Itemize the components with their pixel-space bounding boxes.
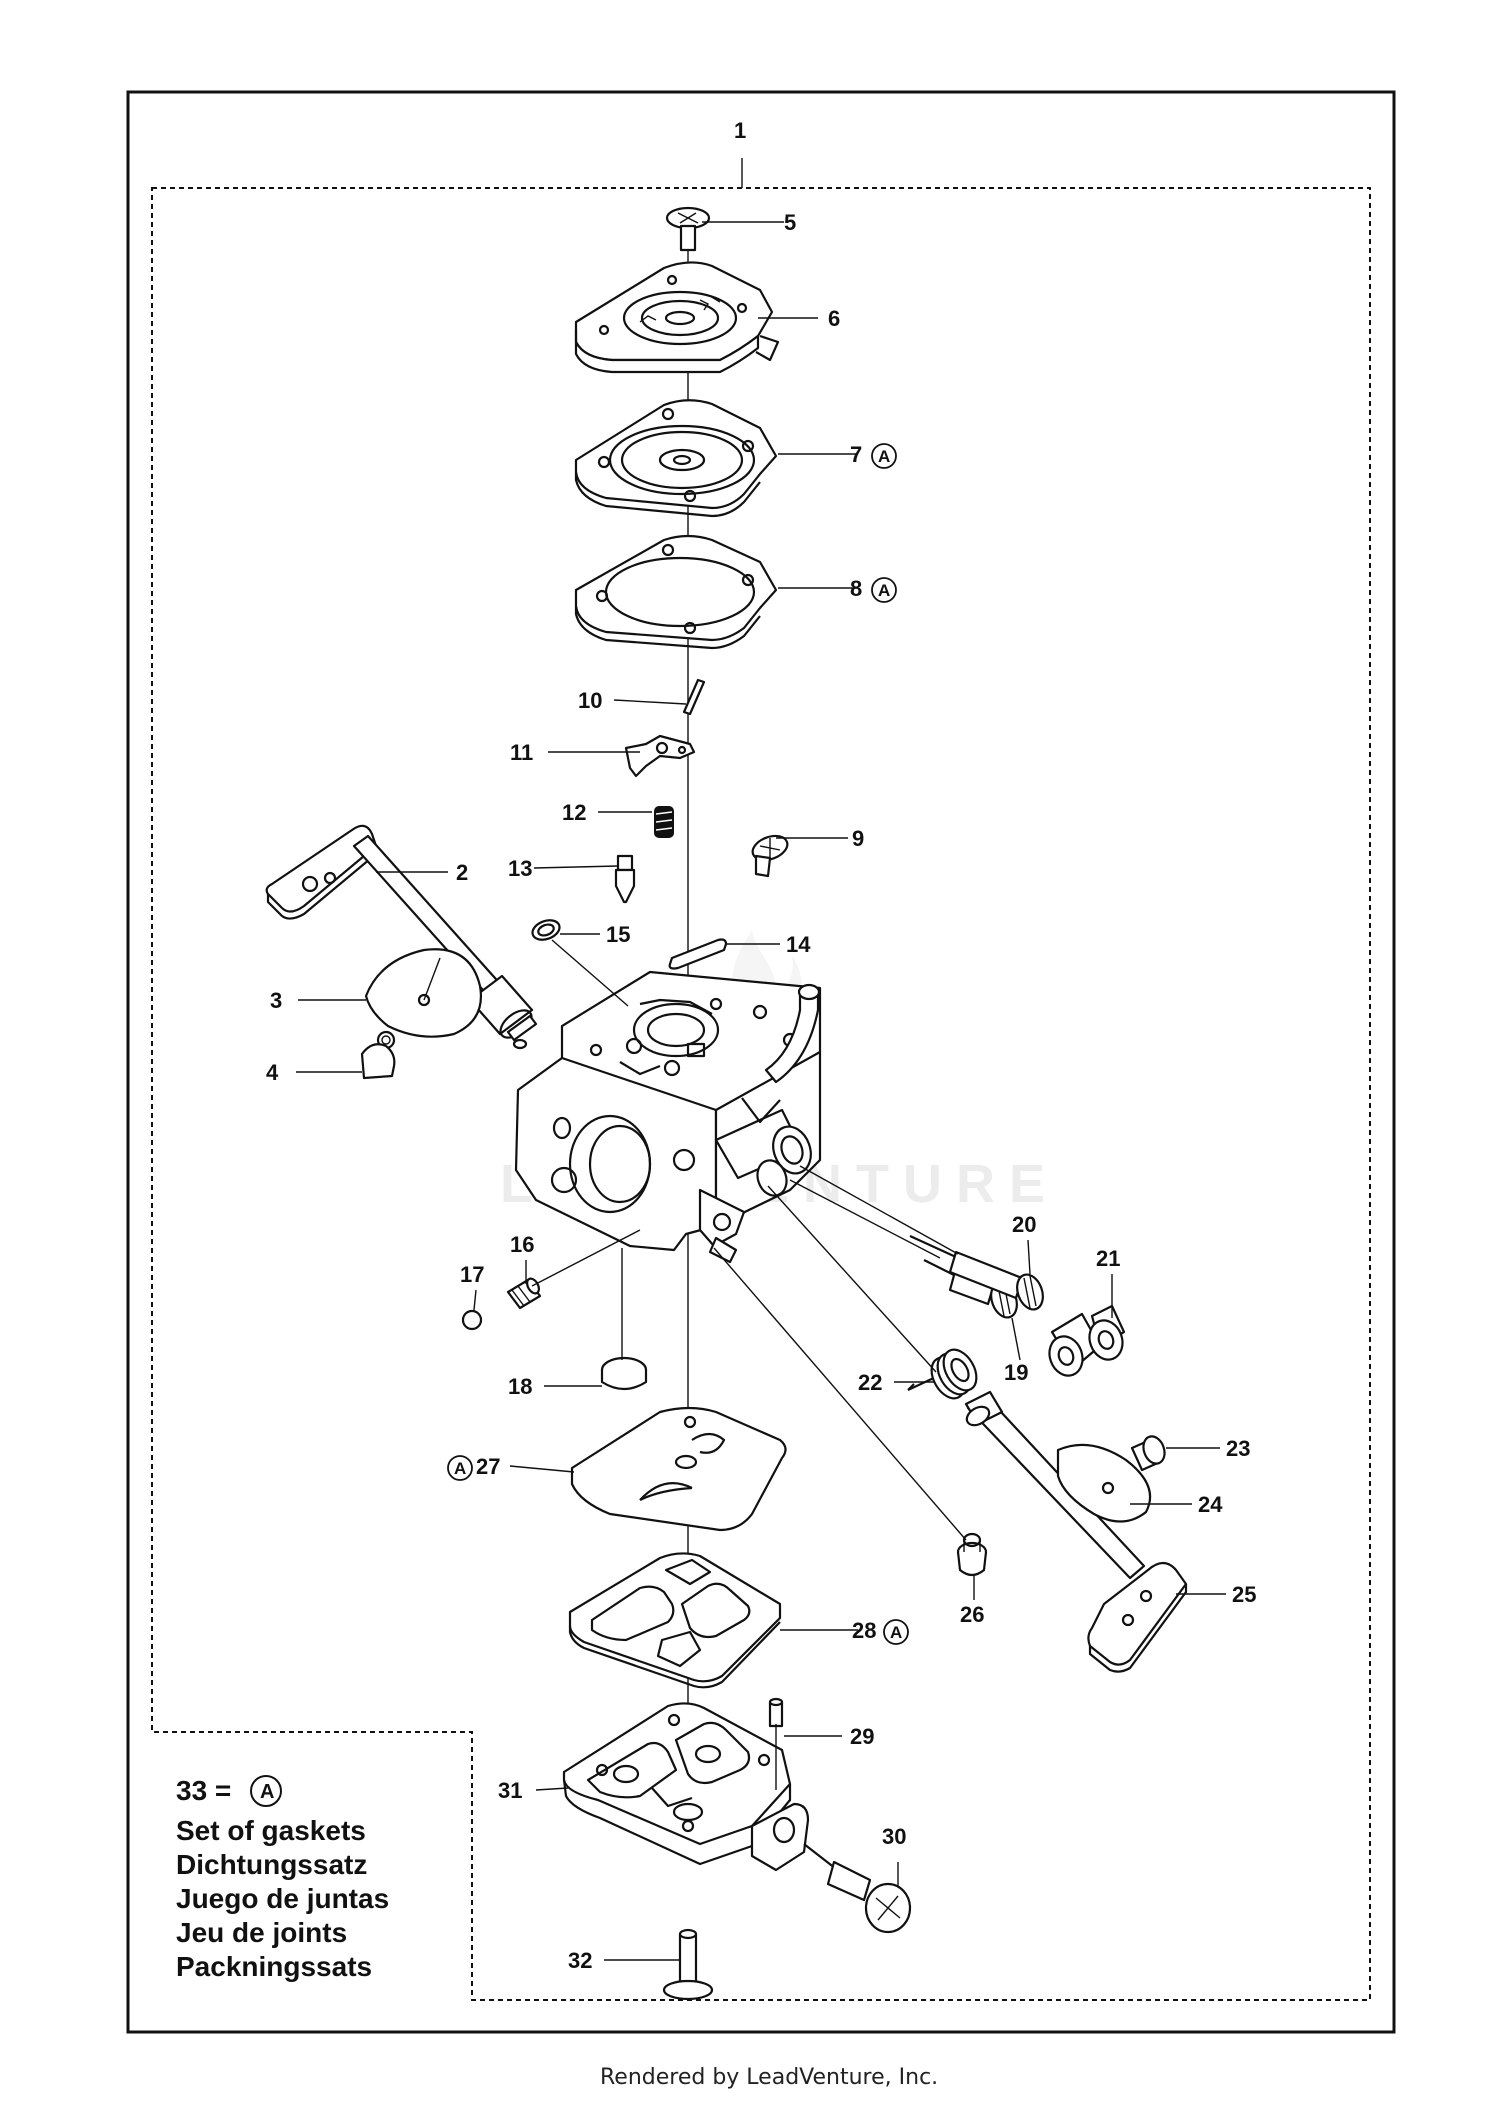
pin-part-29 bbox=[768, 1697, 784, 1728]
callout-26: 26 bbox=[960, 1602, 984, 1627]
callout-5: 5 bbox=[784, 210, 796, 235]
legend-line: Jeu de joints bbox=[176, 1917, 347, 1948]
kit-marker-icon: A bbox=[447, 1455, 473, 1481]
callout-23: 23 bbox=[1226, 1436, 1250, 1461]
callout-21: 21 bbox=[1096, 1246, 1120, 1271]
callout-2: 2 bbox=[456, 860, 468, 885]
legend-line: Dichtungssatz bbox=[176, 1849, 367, 1880]
lever-part-11 bbox=[624, 734, 696, 778]
callout-24: 24 bbox=[1198, 1492, 1223, 1517]
callout-7: 7 bbox=[850, 442, 862, 467]
spring-part-22 bbox=[907, 1348, 978, 1400]
callout-19: 19 bbox=[1004, 1360, 1028, 1385]
gasket-part-28 bbox=[568, 1552, 782, 1689]
screw-part-5 bbox=[665, 206, 711, 252]
svg-text:A: A bbox=[260, 1781, 274, 1803]
fitting-part-30 bbox=[803, 1843, 912, 1934]
diagram-border bbox=[126, 90, 1396, 2034]
ball-part-17 bbox=[461, 1309, 483, 1331]
circlip-part-15 bbox=[531, 919, 561, 941]
gasket-part-8 bbox=[574, 534, 778, 650]
kit-marker-icon: A bbox=[871, 443, 897, 469]
pin-part-10 bbox=[682, 678, 706, 716]
carburetor-body bbox=[514, 970, 822, 1264]
callout-16: 16 bbox=[510, 1232, 534, 1257]
adjuster-screw-part-20 bbox=[909, 1234, 1044, 1311]
callout-13: 13 bbox=[508, 856, 532, 881]
kit-marker-icon: A bbox=[250, 1775, 282, 1807]
callout-22: 22 bbox=[858, 1370, 882, 1395]
callout-28: 28 bbox=[852, 1618, 876, 1643]
explode-lines bbox=[423, 939, 967, 1790]
legend-line: Packningssats bbox=[176, 1951, 372, 1982]
callout-30: 30 bbox=[882, 1824, 906, 1849]
callout-25: 25 bbox=[1232, 1582, 1256, 1607]
legend-line: Set of gaskets bbox=[176, 1815, 366, 1846]
plug-part-18 bbox=[600, 1356, 648, 1391]
kit-marker-icon: A bbox=[883, 1619, 909, 1645]
callout-15: 15 bbox=[606, 922, 630, 947]
screw-part-32 bbox=[662, 1928, 714, 2001]
screw-part-4 bbox=[360, 1030, 396, 1080]
callout-6: 6 bbox=[828, 306, 840, 331]
callout-8: 8 bbox=[850, 576, 862, 601]
footer-credit: Rendered by LeadVenture, Inc. bbox=[600, 2065, 938, 2090]
fitting-part-26 bbox=[956, 1532, 988, 1577]
limiter-caps-part-21 bbox=[1048, 1304, 1126, 1377]
svg-text:A: A bbox=[878, 581, 890, 600]
callout-9: 9 bbox=[852, 826, 864, 851]
callout-17: 17 bbox=[460, 1262, 484, 1287]
kit-marker-icon: A bbox=[871, 577, 897, 603]
svg-text:A: A bbox=[890, 1623, 902, 1642]
legend: 33 = A Set of gaskets Dichtungssatz Jueg… bbox=[176, 1775, 389, 1982]
svg-text:A: A bbox=[454, 1459, 466, 1478]
svg-text:A: A bbox=[878, 447, 890, 466]
assembly-boundary bbox=[151, 187, 1371, 2001]
callout-14: 14 bbox=[786, 932, 811, 957]
callout-29: 29 bbox=[850, 1724, 874, 1749]
callout-1: 1 bbox=[734, 118, 746, 143]
callout-27: 27 bbox=[476, 1454, 500, 1479]
pump-body-part-31 bbox=[562, 1702, 810, 1872]
kit-markers: A A A A bbox=[447, 443, 909, 1645]
callout-12: 12 bbox=[562, 800, 586, 825]
screw-part-9 bbox=[751, 834, 789, 878]
screw-part-16 bbox=[506, 1277, 542, 1310]
needle-valve-part-13 bbox=[614, 854, 636, 904]
pump-cover-part-6 bbox=[574, 261, 780, 374]
legend-line: Juego de juntas bbox=[176, 1883, 389, 1914]
choke-shaft-part-25 bbox=[964, 1390, 1188, 1673]
metering-diaphragm-part-27 bbox=[570, 1406, 787, 1532]
callout-labels: 1 5 6 7 8 9 10 11 12 13 14 15 2 3 4 16 1… bbox=[266, 118, 1256, 1973]
spring-part-12 bbox=[654, 806, 674, 838]
pin-part-14 bbox=[668, 938, 728, 970]
leader-lines bbox=[296, 158, 1226, 1961]
callout-32: 32 bbox=[568, 1948, 592, 1973]
callout-20: 20 bbox=[1012, 1212, 1036, 1237]
choke-valve-part-24 bbox=[1056, 1443, 1152, 1523]
screw-part-23 bbox=[1130, 1435, 1166, 1472]
callout-10: 10 bbox=[578, 688, 602, 713]
callout-4: 4 bbox=[266, 1060, 279, 1085]
throttle-valve-part-3 bbox=[364, 948, 482, 1038]
callout-3: 3 bbox=[270, 988, 282, 1013]
legend-kit-line: 33 = bbox=[176, 1775, 231, 1806]
callout-11: 11 bbox=[510, 740, 533, 765]
callout-31: 31 bbox=[498, 1778, 522, 1803]
callout-18: 18 bbox=[508, 1374, 532, 1399]
diaphragm-part-7 bbox=[574, 399, 778, 518]
